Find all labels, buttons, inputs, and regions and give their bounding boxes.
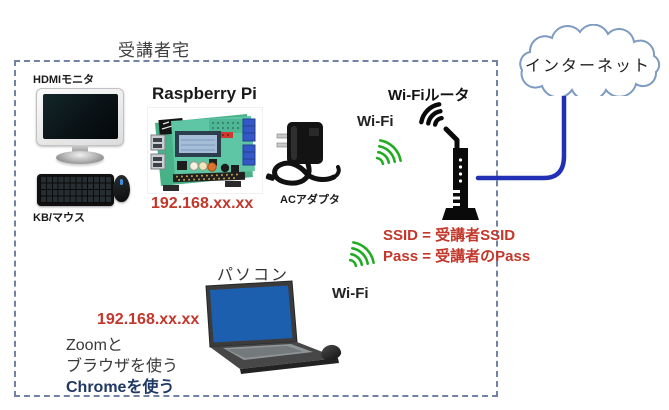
student-home-title: 受講者宅: [118, 41, 190, 60]
ac-adapter-label: ACアダプタ: [280, 194, 340, 206]
monitor-frame: [36, 88, 124, 146]
usage-line-chrome: Chromeを使う: [66, 379, 175, 396]
ssid-text: SSID = 受講者SSID: [383, 227, 516, 244]
internet-cloud-label: インターネット: [524, 58, 651, 75]
wifi-waves-top-icon: [375, 139, 402, 166]
wifi-bottom-label: Wi-Fi: [332, 285, 369, 302]
router-icon: [419, 102, 479, 220]
monitor-screen: [43, 94, 118, 139]
internet-connection-line: [475, 87, 567, 181]
pc-usage-note: Zoomと ブラウザを使う Chromeを使う: [66, 335, 178, 398]
usage-line-zoom: Zoomと: [66, 337, 123, 354]
laptop-icon: [205, 280, 339, 374]
raspberry-pi-label: Raspberry Pi: [152, 84, 257, 103]
ac-adapter-icon: [265, 122, 341, 186]
kb-mouse-label: KB/マウス: [33, 212, 85, 224]
monitor-neck: [72, 145, 88, 153]
pc-ip: 192.168.xx.xx: [97, 311, 200, 328]
keyboard-keys: [40, 177, 111, 203]
pc-label: パソコン: [217, 267, 290, 284]
router-signal-arcs: [419, 102, 444, 127]
keyboard-icon: [37, 174, 114, 206]
internet-cloud-icon: [519, 24, 661, 96]
monitor-base: [56, 151, 104, 164]
raspberry-pi-board-icon: [147, 107, 263, 194]
wifi-top-label: Wi-Fi: [357, 113, 394, 130]
hdmi-monitor-label: HDMIモニタ: [33, 74, 95, 86]
mouse-icon: [113, 175, 130, 202]
wifi-waves-bottom-icon: [348, 241, 375, 268]
wifi-router-label: Wi-Fiルータ: [388, 87, 470, 104]
monitor-icon: [36, 88, 124, 164]
usage-line-browser: ブラウザを使う: [66, 358, 179, 375]
raspberry-pi-ip: 192.168.xx.xx: [151, 195, 254, 212]
student-home-boundary: [14, 60, 498, 397]
pass-text: Pass = 受講者のPass: [383, 248, 531, 265]
